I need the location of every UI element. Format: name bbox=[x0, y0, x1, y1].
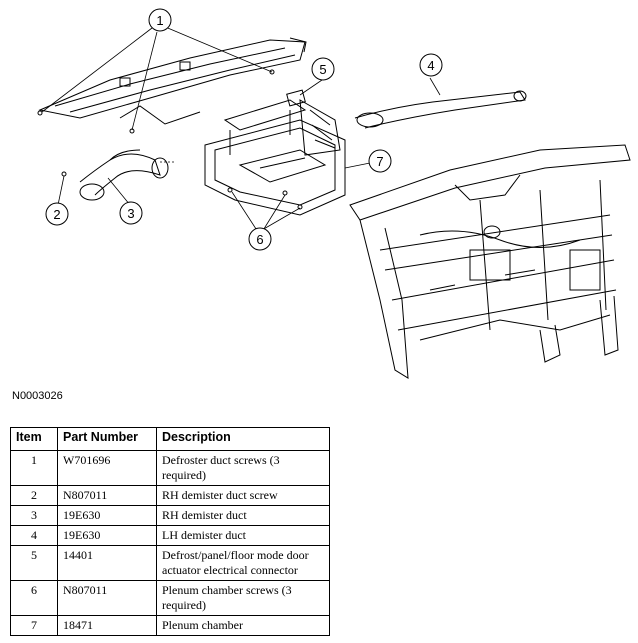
description-cell: Plenum chamber screws (3 required) bbox=[156, 580, 330, 616]
part-number-cell: W701696 bbox=[57, 450, 157, 486]
part-number-cell: 14401 bbox=[57, 545, 157, 581]
rh-demister-duct bbox=[79, 149, 169, 201]
description-cell: Defroster duct screws (3 required) bbox=[156, 450, 330, 486]
header-part-number: Part Number bbox=[57, 427, 157, 451]
table-row: 7 18471 Plenum chamber bbox=[10, 615, 330, 636]
table-row: 4 19E630 LH demister duct bbox=[10, 525, 330, 546]
svg-text:2: 2 bbox=[53, 207, 60, 222]
defroster-duct bbox=[38, 37, 307, 125]
svg-text:3: 3 bbox=[127, 206, 134, 221]
item-cell: 4 bbox=[10, 525, 58, 546]
figure-id-label: N0003026 bbox=[12, 390, 63, 402]
item-cell: 5 bbox=[10, 545, 58, 581]
callout-1: 1 bbox=[148, 8, 172, 32]
actuator-connector bbox=[286, 89, 341, 156]
item-cell: 3 bbox=[10, 505, 58, 526]
callout-4: 4 bbox=[419, 53, 443, 77]
svg-text:5: 5 bbox=[319, 62, 326, 77]
part-number-cell: 18471 bbox=[57, 615, 157, 636]
plenum-chamber bbox=[204, 99, 346, 216]
table-row: 1 W701696 Defroster duct screws (3 requi… bbox=[10, 450, 330, 486]
part-number-cell: N807011 bbox=[57, 485, 157, 506]
table-row: 6 N807011 Plenum chamber screws (3 requi… bbox=[10, 580, 330, 616]
item-cell: 2 bbox=[10, 485, 58, 506]
description-cell: Defrost/panel/floor mode door actuator e… bbox=[156, 545, 330, 581]
item-cell: 1 bbox=[10, 450, 58, 486]
item-cell: 6 bbox=[10, 580, 58, 616]
lh-demister-duct bbox=[354, 90, 527, 129]
table-row: 5 14401 Defrost/panel/floor mode door ac… bbox=[10, 545, 330, 581]
header-description: Description bbox=[156, 427, 330, 451]
table-row: 3 19E630 RH demister duct bbox=[10, 505, 330, 526]
description-cell: LH demister duct bbox=[156, 525, 330, 546]
parts-table: Item Part Number Description 1 W701696 D… bbox=[10, 427, 330, 636]
exploded-parts-diagram: 1 2 3 4 5 6 7 bbox=[37, 8, 631, 379]
description-cell: RH demister duct bbox=[156, 505, 330, 526]
callout-7: 7 bbox=[368, 149, 392, 173]
description-cell: Plenum chamber bbox=[156, 615, 330, 636]
callout-5: 5 bbox=[311, 57, 335, 81]
part-number-cell: 19E630 bbox=[57, 525, 157, 546]
table-header-row: Item Part Number Description bbox=[10, 427, 330, 451]
table-row: 2 N807011 RH demister duct screw bbox=[10, 485, 330, 506]
screws bbox=[37, 69, 303, 210]
leader-lines bbox=[41, 25, 441, 233]
svg-text:1: 1 bbox=[156, 13, 163, 28]
svg-text:4: 4 bbox=[427, 58, 434, 73]
callout-3: 3 bbox=[119, 201, 143, 225]
description-cell: RH demister duct screw bbox=[156, 485, 330, 506]
callout-6: 6 bbox=[248, 227, 272, 251]
part-number-cell: N807011 bbox=[57, 580, 157, 616]
svg-text:6: 6 bbox=[256, 232, 263, 247]
header-item: Item bbox=[10, 427, 58, 451]
callout-2: 2 bbox=[45, 202, 69, 226]
item-cell: 7 bbox=[10, 615, 58, 636]
part-number-cell: 19E630 bbox=[57, 505, 157, 526]
svg-text:7: 7 bbox=[376, 154, 383, 169]
instrument-panel-frame bbox=[349, 144, 631, 379]
